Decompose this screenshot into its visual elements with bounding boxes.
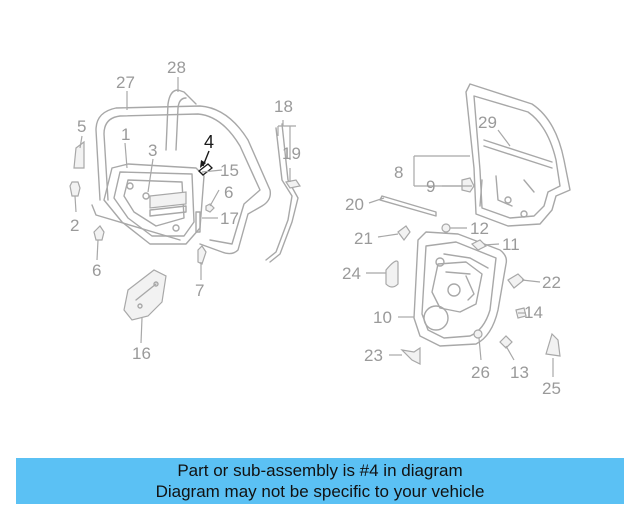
callout-1: 1: [121, 125, 130, 144]
callout-12: 12: [470, 219, 489, 238]
callout-18: 18: [274, 97, 293, 116]
door-frame-weatherstrip: [91, 105, 272, 255]
callout-24: 24: [342, 264, 361, 283]
callout-2: 2: [70, 216, 79, 235]
callout-7: 7: [195, 281, 204, 300]
callout-25: 25: [542, 379, 561, 398]
callout-4: 4: [204, 132, 214, 152]
callout-8: 8: [394, 163, 403, 182]
parts-18-19: [265, 123, 301, 263]
door-shell-left: [103, 163, 205, 245]
callout-20: 20: [345, 195, 364, 214]
callout-22: 22: [542, 273, 561, 292]
callout-6-bottom: 6: [92, 261, 101, 280]
callout-27: 27: [116, 73, 135, 92]
small-parts-left: [69, 140, 215, 321]
callout-29: 29: [478, 113, 497, 132]
callout-21: 21: [354, 229, 373, 248]
door-shell-right: [465, 83, 571, 227]
callout-3: 3: [148, 141, 157, 160]
callout-28: 28: [167, 58, 186, 77]
leader-lines-right: [366, 129, 554, 377]
callout-9: 9: [426, 177, 435, 196]
door-strip-17: [195, 211, 201, 233]
callout-23: 23: [364, 346, 383, 365]
callout-16: 16: [132, 344, 151, 363]
glass-run-channel: [165, 89, 197, 151]
callout-5: 5: [77, 117, 86, 136]
parts-diagram: 1 2 3 4 5 6 6 7 8 9 10 11 12 13 14 15 16…: [69, 58, 571, 398]
callout-17: 17: [220, 209, 239, 228]
callout-6-top: 6: [224, 183, 233, 202]
banner-line-disclaimer: Diagram may not be specific to your vehi…: [155, 482, 485, 501]
belt-strip-20: [379, 195, 437, 217]
callout-19: 19: [282, 144, 301, 163]
door-trim-panel: [413, 231, 508, 347]
callout-15: 15: [220, 161, 239, 180]
banner-line-part-info: Part or sub-assembly is #4 in diagram: [177, 461, 463, 480]
callout-26: 26: [471, 363, 490, 382]
callout-11: 11: [502, 235, 520, 254]
callout-14: 14: [524, 303, 543, 322]
info-banner: Part or sub-assembly is #4 in diagram Di…: [16, 458, 624, 504]
leader-lines-left: [74, 77, 296, 344]
callout-10: 10: [373, 308, 392, 327]
callout-13: 13: [510, 363, 529, 382]
small-parts-right: [385, 177, 561, 365]
